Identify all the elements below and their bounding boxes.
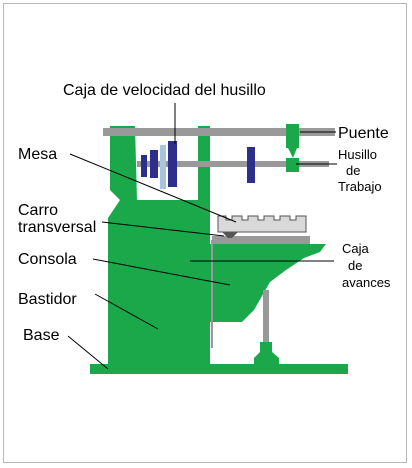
work-table <box>217 215 307 233</box>
gear-1 <box>141 155 147 177</box>
leader-lines <box>67 103 337 370</box>
label-feedbox-2: de <box>348 258 362 273</box>
label-carriage-2: transversal <box>18 219 96 236</box>
gear-3-light <box>160 145 166 189</box>
label-spindle-2: de <box>346 163 360 178</box>
leader-base <box>67 335 109 370</box>
label-feedbox-1: Caja <box>342 241 370 256</box>
elevating-screw <box>263 290 269 342</box>
label-base: Base <box>23 327 60 344</box>
leader-table <box>69 153 237 223</box>
spindle-shaft <box>137 161 329 167</box>
leader-frame <box>94 293 159 330</box>
label-bridge: Puente <box>338 125 389 142</box>
gear-2 <box>150 150 158 178</box>
leader-console <box>92 258 231 286</box>
elevating-support <box>254 342 279 366</box>
gearbox-window <box>137 138 198 200</box>
bridge-bar <box>103 128 335 136</box>
label-frame: Bastidor <box>18 291 77 308</box>
label-table: Mesa <box>18 146 57 163</box>
bridge-hanger-bearing <box>286 158 299 172</box>
gear-4 <box>168 141 177 187</box>
label-carriage-1: Carro <box>18 202 58 219</box>
label-spindle-3: Trabajo <box>338 179 382 194</box>
bridge-hanger <box>286 124 299 148</box>
label-spindle-1: Husillo <box>338 147 377 162</box>
gear-5 <box>247 147 255 183</box>
cross-carriage-wedge <box>222 232 238 238</box>
label-console: Consola <box>18 251 77 268</box>
label-feedbox-3: avances <box>342 275 391 290</box>
frame-column <box>108 126 210 366</box>
leader-carriage <box>101 221 225 237</box>
bridge-hanger-neck <box>288 148 297 158</box>
console <box>210 244 326 322</box>
cross-carriage <box>212 236 310 244</box>
label-gearbox: Caja de velocidad del husillo <box>63 82 266 99</box>
base-plate <box>90 364 348 374</box>
